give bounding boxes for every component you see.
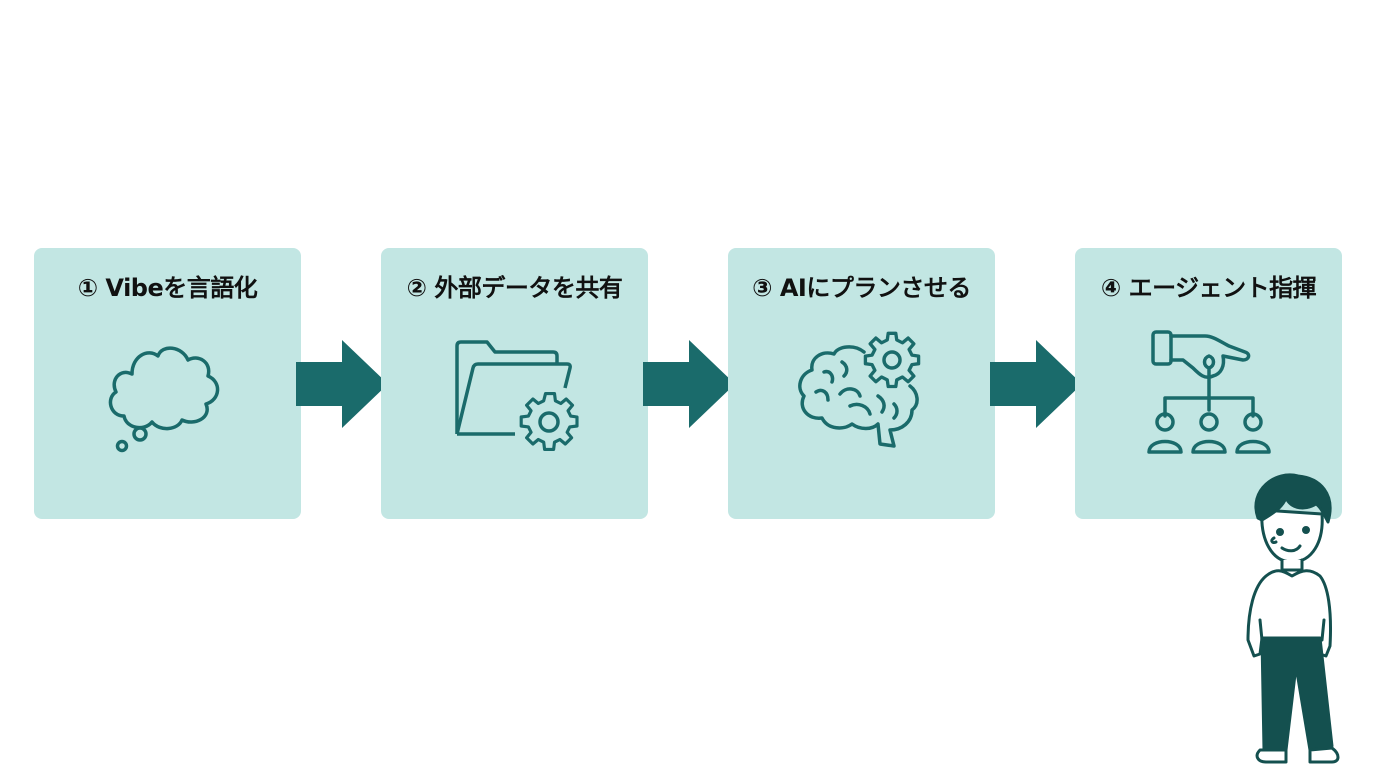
right-arrow-icon [990, 340, 1084, 428]
step-card-3: ③ AIにプランさせる [728, 248, 995, 519]
thought-bubble-icon [108, 346, 220, 453]
person-illustration [1246, 473, 1340, 764]
step-title: ① Vibeを言語化 [77, 274, 258, 302]
hand-org-chart-icon [1147, 330, 1271, 454]
right-arrow-icon [643, 340, 737, 428]
step-card-2: ② 外部データを共有 [381, 248, 648, 519]
step-title: ④ エージェント指揮 [1100, 274, 1317, 302]
right-arrow-icon [296, 340, 390, 428]
step-card-4: ④ エージェント指揮 [1075, 248, 1342, 519]
step-card-1: ① Vibeを言語化 [34, 248, 301, 519]
brain-gear-icon [798, 331, 921, 448]
step-title: ② 外部データを共有 [406, 274, 623, 302]
step-title: ③ AIにプランさせる [752, 274, 971, 302]
folder-gear-icon [455, 340, 579, 451]
